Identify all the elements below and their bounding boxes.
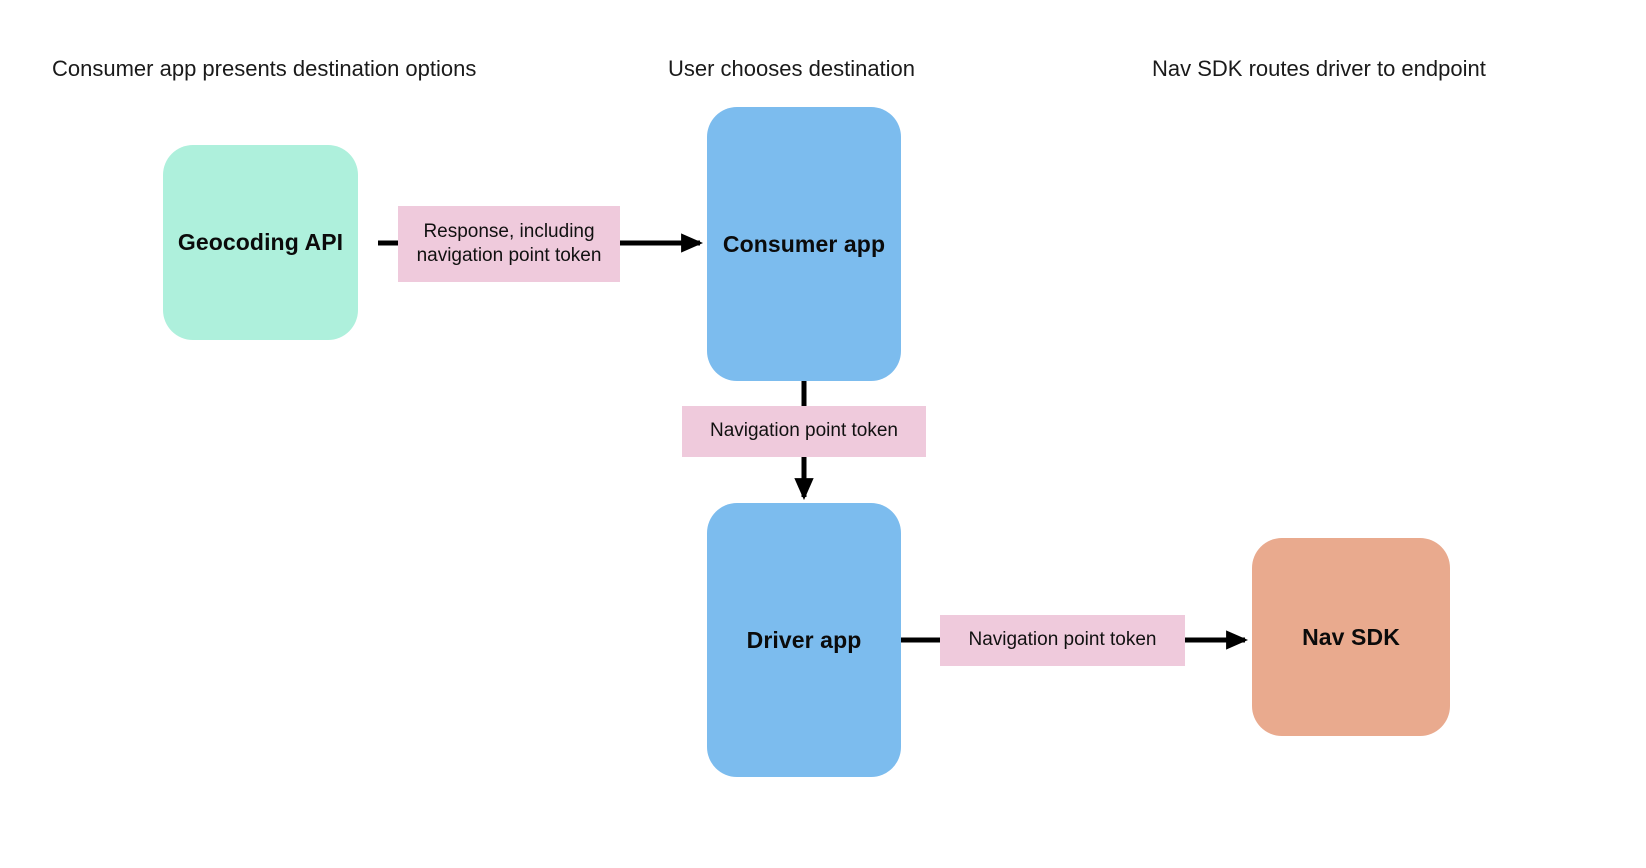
node-label-nav-sdk: Nav SDK [1302,623,1400,650]
edge-label-navigation-point-token-consumer-to-driver: Navigation point token [682,406,926,457]
column-header-user-chooses: User chooses destination [668,56,916,81]
column-header-consumer-app: Consumer app presents destination option… [52,56,477,81]
node-consumer-app[interactable]: Consumer app [707,107,901,381]
node-label-driver-app: Driver app [746,626,862,653]
node-driver-app[interactable]: Driver app [707,503,901,777]
edge-label-navigation-point-token-driver-to-nav-sdk: Navigation point token [940,615,1185,666]
node-label-geocoding-api: Geocoding API [177,229,344,255]
node-geocoding-api[interactable]: Geocoding API [163,145,358,340]
node-label-consumer-app: Consumer app [722,230,886,257]
column-header-nav-sdk-routes: Nav SDK routes driver to endpoint [1152,56,1486,81]
node-nav-sdk[interactable]: Nav SDK [1252,538,1450,736]
edge-label-response-navigation-point-token: Response, including navigation point tok… [398,206,620,282]
